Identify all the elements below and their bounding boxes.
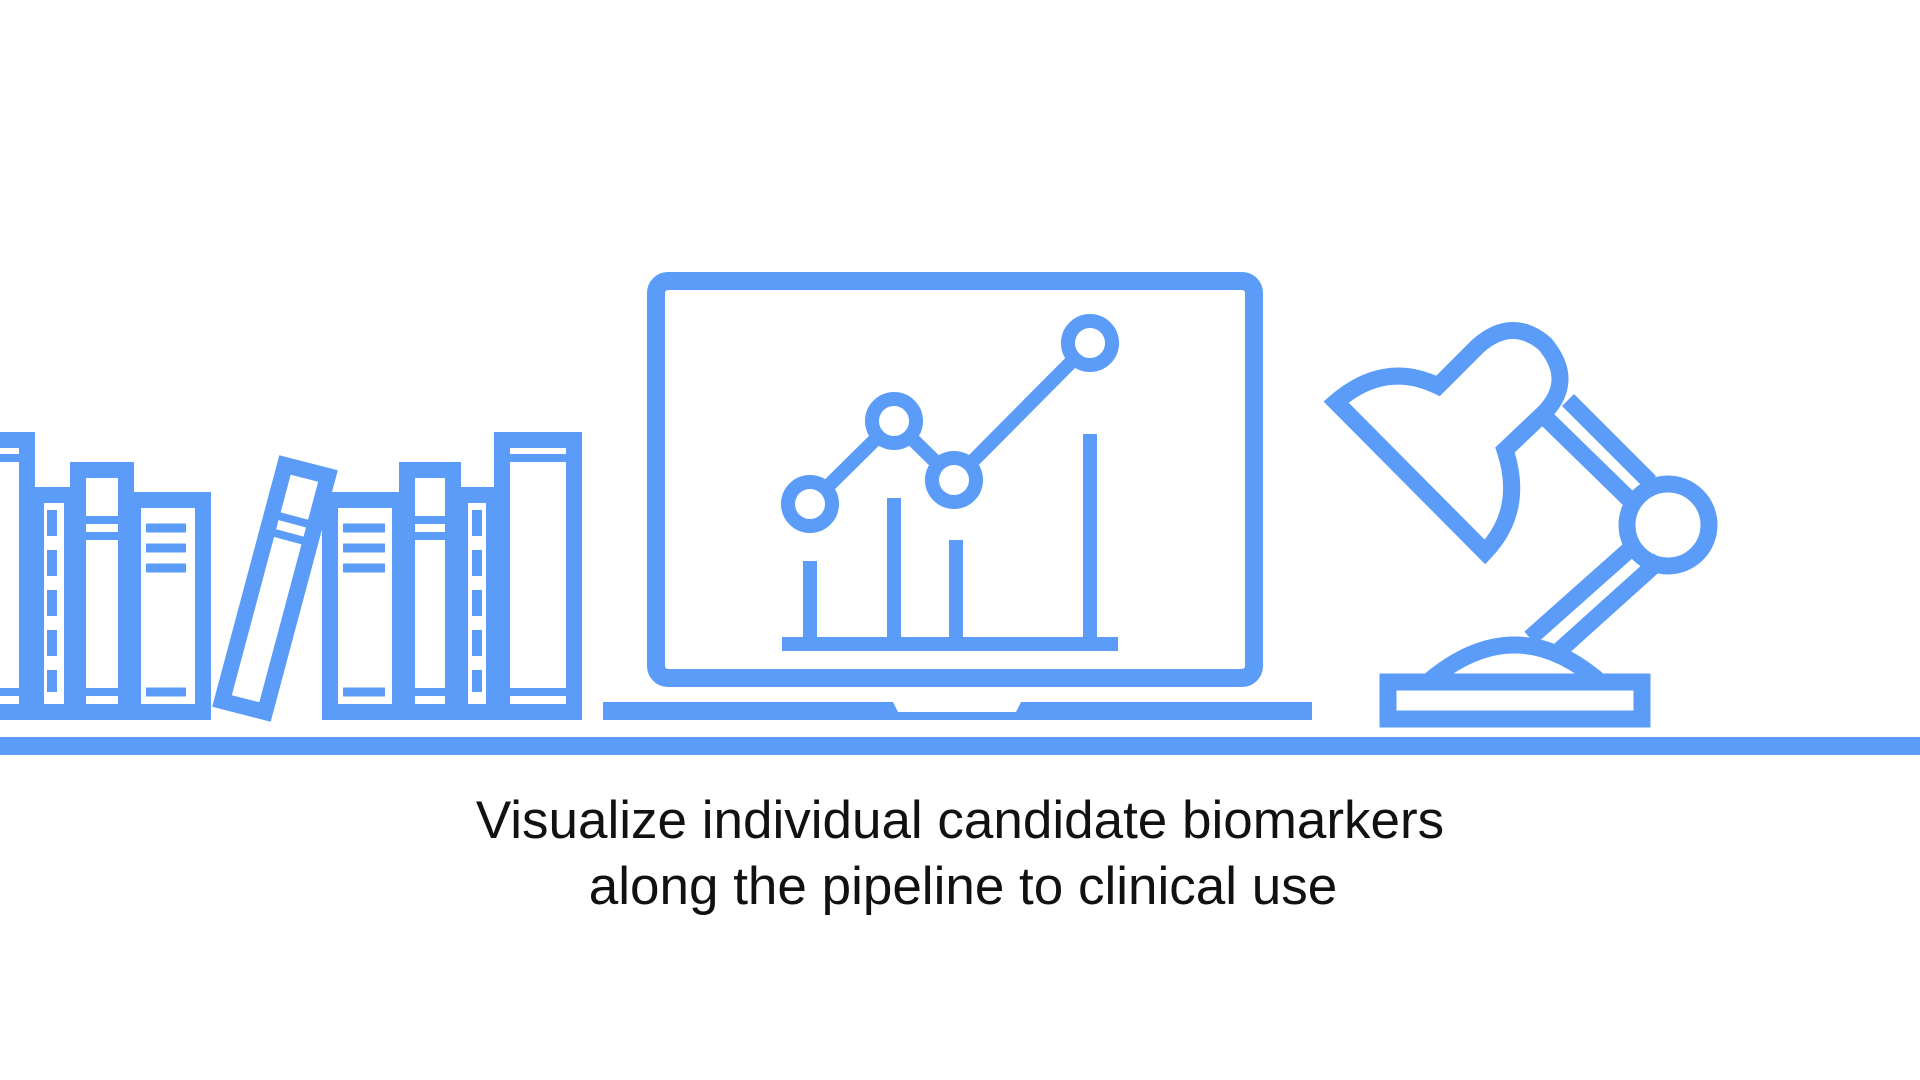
caption-line-1: Visualize individual candidate biomarker… xyxy=(475,791,1445,850)
desk-lamp-icon xyxy=(1323,322,1718,728)
chart-icon xyxy=(781,314,1119,651)
caption-line-2: along the pipeline to clinical use xyxy=(588,857,1338,916)
books-icon xyxy=(0,432,582,722)
laptop-icon xyxy=(603,272,1312,720)
caption: Visualize individual candidate biomarker… xyxy=(0,788,1920,920)
